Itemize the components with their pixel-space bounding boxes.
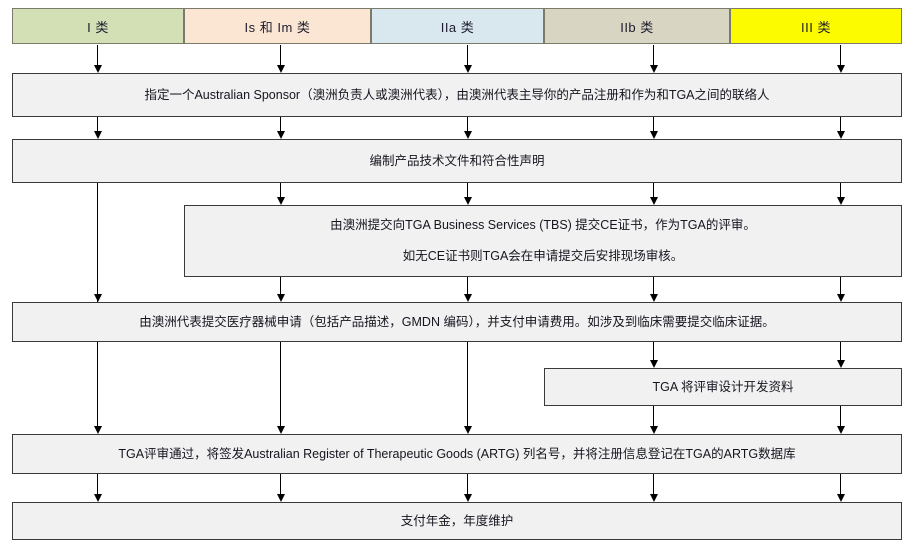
arrow-col4-artg-to-fee <box>653 474 654 494</box>
class-header-3: IIa 类 <box>371 8 544 44</box>
box-artg: TGA评审通过，将签发Australian Register of Therap… <box>12 434 902 474</box>
line-col2-bypass-design-review <box>280 342 281 426</box>
line-col2-bypass-design-review-head <box>276 426 285 434</box>
process-text-line: 指定一个Australian Sponsor（澳洲负责人或澳洲代表），由澳洲代表… <box>144 87 770 102</box>
arrow-col5-tech-to-tbs-head <box>836 197 845 205</box>
line-col3-bypass-design-review-head <box>463 426 472 434</box>
arrow-col4-tbs-to-application <box>653 277 654 294</box>
process-text-line: 如无CE证书则TGA会在申请提交后安排现场审核。 <box>402 249 684 263</box>
arrow-col5-design-review-to-artg-head <box>836 426 845 434</box>
box-design-review: TGA 将评审设计开发资料 <box>544 368 902 406</box>
arrow-col5-sponsor-to-tech-head <box>836 131 845 139</box>
arrow-col4-artg-to-fee-head <box>649 494 658 502</box>
arrow-col3-hdr-to-sponsor <box>467 45 468 65</box>
arrow-col2-sponsor-to-tech-head <box>276 131 285 139</box>
process-text-line: TGA 将评审设计开发资料 <box>652 379 794 394</box>
process-text-line: TGA评审通过，将签发Australian Register of Therap… <box>118 446 796 461</box>
arrow-col3-hdr-to-sponsor-head <box>463 65 472 73</box>
process-text-line: 编制产品技术文件和符合性声明 <box>369 153 545 168</box>
arrow-col5-sponsor-to-tech <box>840 117 841 131</box>
arrow-col1-hdr-to-sponsor <box>97 45 98 65</box>
arrow-col2-tech-to-tbs <box>280 183 281 197</box>
arrow-col1-artg-to-fee <box>97 474 98 494</box>
arrow-col3-sponsor-to-tech-head <box>463 131 472 139</box>
arrow-col3-artg-to-fee-head <box>463 494 472 502</box>
arrow-col1-hdr-to-sponsor-head <box>93 65 102 73</box>
arrow-col4-sponsor-to-tech <box>653 117 654 131</box>
arrow-col5-design-review-to-artg <box>840 406 841 426</box>
arrow-col3-tbs-to-application <box>467 277 468 294</box>
class-header-4: IIb 类 <box>544 8 730 44</box>
arrow-col5-tbs-to-application <box>840 277 841 294</box>
arrow-col1-artg-to-fee-head <box>93 494 102 502</box>
arrow-col4-to-design-review-head <box>649 360 658 368</box>
arrow-col3-sponsor-to-tech <box>467 117 468 131</box>
arrow-col1-to-application <box>97 277 98 294</box>
box-sponsor: 指定一个Australian Sponsor（澳洲负责人或澳洲代表），由澳洲代表… <box>12 73 902 117</box>
box-tbs-ce: 由澳洲提交向TGA Business Services (TBS) 提交CE证书… <box>184 205 902 277</box>
arrow-col3-tech-to-tbs <box>467 183 468 197</box>
arrow-col2-tbs-to-application-head <box>276 294 285 302</box>
arrow-col4-hdr-to-sponsor <box>653 45 654 65</box>
process-text-line: 由澳洲代表提交医疗器械申请（包括产品描述，GMDN 编码），并支付申请费用。如涉… <box>139 314 775 329</box>
arrow-col4-design-review-to-artg-head <box>649 426 658 434</box>
arrow-col4-to-design-review <box>653 342 654 360</box>
class-header-label: Is 和 Im 类 <box>244 19 311 35</box>
box-annual-fee: 支付年金，年度维护 <box>12 502 902 540</box>
arrow-col3-artg-to-fee <box>467 474 468 494</box>
process-text-line: 由澳洲提交向TGA Business Services (TBS) 提交CE证书… <box>330 218 756 233</box>
box-application: 由澳洲代表提交医疗器械申请（包括产品描述，GMDN 编码），并支付申请费用。如涉… <box>12 302 902 342</box>
arrow-col5-tech-to-tbs <box>840 183 841 197</box>
arrow-col2-sponsor-to-tech <box>280 117 281 131</box>
arrow-col2-artg-to-fee <box>280 474 281 494</box>
class-header-2: Is 和 Im 类 <box>184 8 371 44</box>
arrow-col2-tech-to-tbs-head <box>276 197 285 205</box>
line-col3-bypass-design-review <box>467 342 468 426</box>
arrow-col5-artg-to-fee <box>840 474 841 494</box>
arrow-col3-tech-to-tbs-head <box>463 197 472 205</box>
arrow-col2-hdr-to-sponsor <box>280 45 281 65</box>
arrow-col5-artg-to-fee-head <box>836 494 845 502</box>
arrow-col4-tbs-to-application-head <box>649 294 658 302</box>
arrow-col4-sponsor-to-tech-head <box>649 131 658 139</box>
line-col1-bypass-design-review-head <box>93 426 102 434</box>
arrow-col2-tbs-to-application <box>280 277 281 294</box>
arrow-col5-hdr-to-sponsor <box>840 45 841 65</box>
class-header-label: III 类 <box>801 19 831 35</box>
line-col1-bypass-design-review <box>97 342 98 426</box>
arrow-col1-to-application-head <box>93 294 102 302</box>
box-technical-file: 编制产品技术文件和符合性声明 <box>12 139 902 183</box>
arrow-col5-to-design-review-head <box>836 360 845 368</box>
class-header-label: IIb 类 <box>620 19 654 35</box>
arrow-col2-hdr-to-sponsor-head <box>276 65 285 73</box>
arrow-col4-design-review-to-artg <box>653 406 654 426</box>
arrow-col1-sponsor-to-tech-head <box>93 131 102 139</box>
class-header-label: I 类 <box>87 19 109 35</box>
arrow-col5-hdr-to-sponsor-head <box>836 65 845 73</box>
arrow-col3-tbs-to-application-head <box>463 294 472 302</box>
process-text-line: 支付年金，年度维护 <box>400 513 514 528</box>
class-header-1: I 类 <box>12 8 184 44</box>
arrow-col5-to-design-review <box>840 342 841 360</box>
class-header-label: IIa 类 <box>440 19 475 35</box>
arrow-col1-sponsor-to-tech <box>97 117 98 131</box>
line-col1-tech-bypass-tbs <box>97 183 98 302</box>
arrow-col2-artg-to-fee-head <box>276 494 285 502</box>
arrow-col5-tbs-to-application-head <box>836 294 845 302</box>
arrow-col4-tech-to-tbs-head <box>649 197 658 205</box>
arrow-col4-hdr-to-sponsor-head <box>649 65 658 73</box>
class-header-5: III 类 <box>730 8 902 44</box>
arrow-col4-tech-to-tbs <box>653 183 654 197</box>
